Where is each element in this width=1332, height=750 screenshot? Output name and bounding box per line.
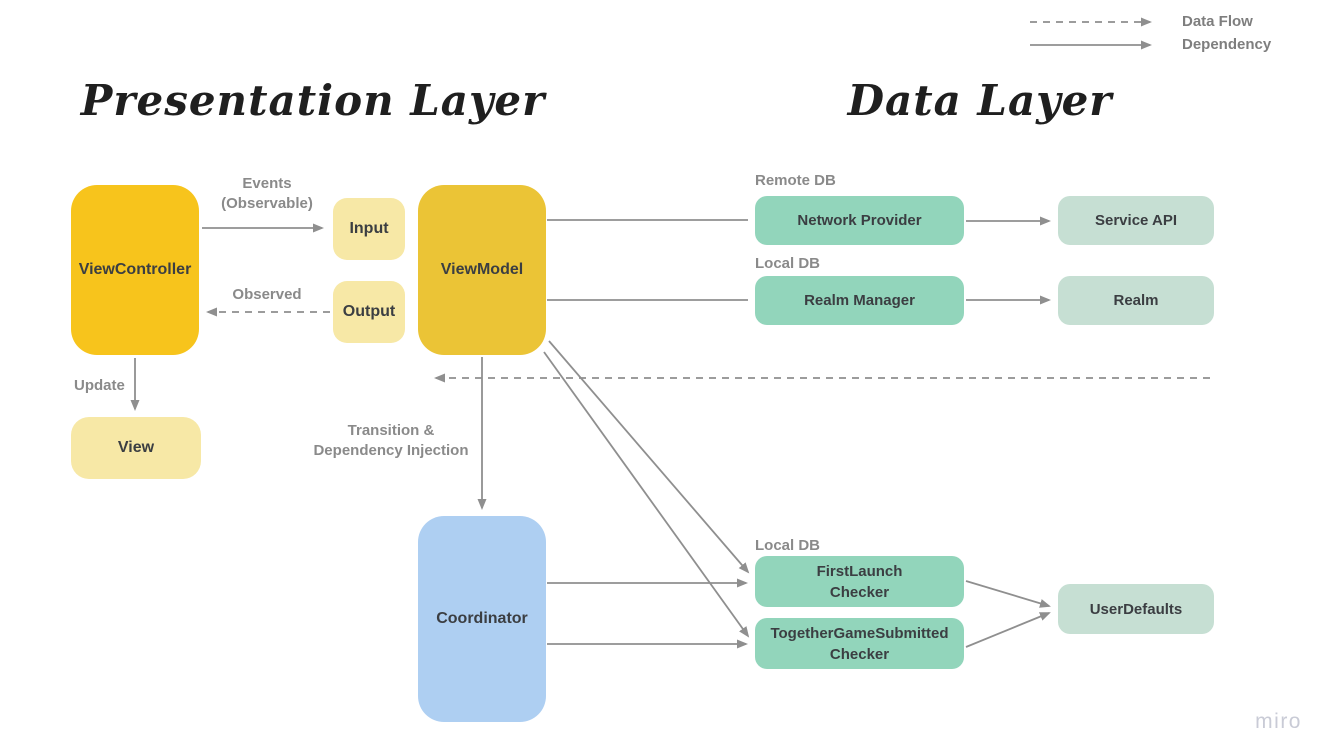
node-network-provider[interactable]: Network Provider — [755, 196, 964, 245]
edge-viewmodel-togethergame — [543, 351, 750, 638]
edge-label-update: Update — [74, 377, 125, 394]
node-view[interactable]: View — [71, 417, 201, 479]
edge-firstlaunch-userdefaults — [965, 580, 1051, 608]
edge-label-observed: Observed — [232, 286, 302, 303]
legend-label-data-flow: Data Flow — [1182, 13, 1253, 30]
title-data-layer: Data Layer — [847, 76, 1113, 125]
edge-label-events: Events (Observable) — [221, 175, 313, 212]
edge-togethergame-userdefaults — [965, 612, 1051, 648]
edge-label-remote-db: Remote DB — [755, 172, 836, 189]
node-user-defaults[interactable]: UserDefaults — [1058, 584, 1214, 634]
node-output[interactable]: Output — [333, 281, 405, 343]
node-view-controller[interactable]: ViewController — [71, 185, 199, 355]
node-first-launch-checker[interactable]: FirstLaunch Checker — [755, 556, 964, 607]
edge-label-local-db-top: Local DB — [755, 255, 821, 272]
node-coordinator[interactable]: Coordinator — [418, 516, 546, 722]
miro-watermark: miro — [1255, 710, 1302, 733]
node-input[interactable]: Input — [333, 198, 405, 260]
edge-label-transition: Transition & Dependency Injection — [313, 422, 469, 459]
node-service-api[interactable]: Service API — [1058, 196, 1214, 245]
edge-label-local-db-bottom: Local DB — [755, 537, 821, 554]
title-presentation-layer: Presentation Layer — [80, 76, 546, 125]
node-together-game-submitted-checker[interactable]: TogetherGameSubmitted Checker — [755, 618, 964, 669]
edge-viewmodel-firstlaunch — [548, 340, 750, 574]
legend-label-dependency: Dependency — [1182, 36, 1272, 53]
node-realm[interactable]: Realm — [1058, 276, 1214, 325]
node-realm-manager[interactable]: Realm Manager — [755, 276, 964, 325]
node-view-model[interactable]: ViewModel — [418, 185, 546, 355]
